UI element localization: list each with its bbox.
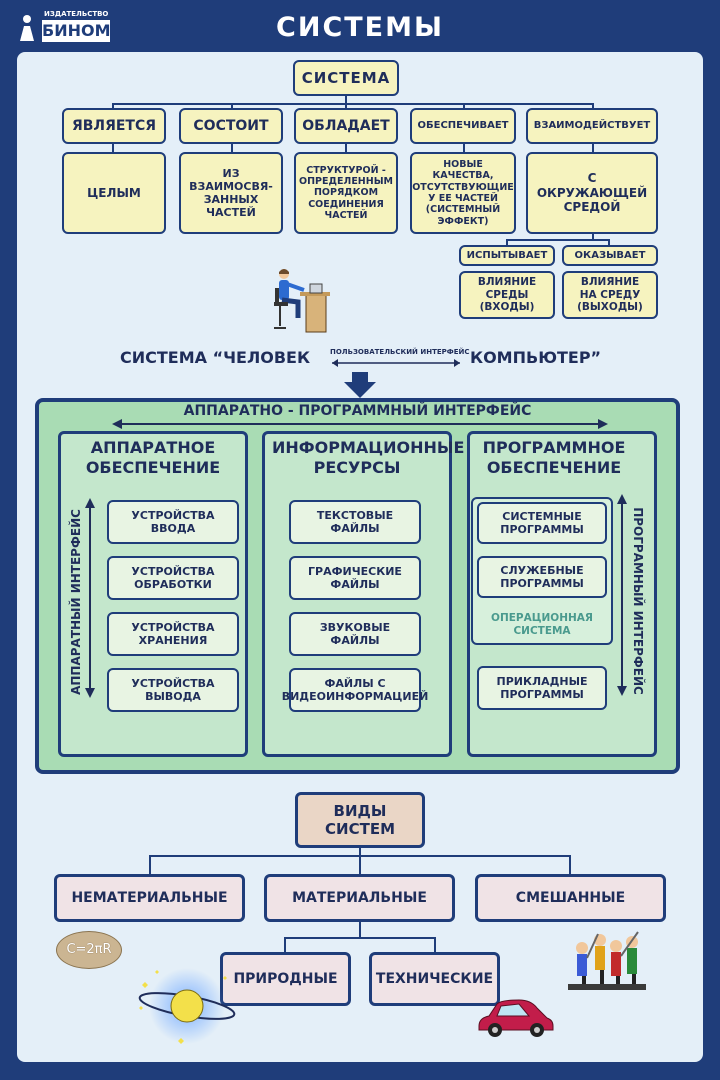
connector	[359, 848, 361, 856]
connector	[284, 937, 286, 953]
type-level2: ТЕХНИЧЕСКИЕ	[369, 952, 500, 1006]
down-arrow-icon	[344, 372, 376, 398]
branch-detail: ИЗ ВЗАИМОСВЯ- ЗАННЫХ ЧАСТЕЙ	[179, 152, 283, 234]
type-level1: СМЕШАННЫЕ	[475, 874, 666, 922]
connector	[359, 855, 361, 875]
hci-left: СИСТЕМА “ЧЕЛОВЕК	[120, 348, 311, 367]
connector	[506, 239, 508, 246]
software-item: СИСТЕМНЫЕ ПРОГРАММЫ	[477, 502, 607, 544]
hardware-item: УСТРОЙСТВА ВЫВОДА	[107, 668, 239, 712]
info-title: ИНФОРМАЦИОННЫЕ РЕСУРСЫ	[272, 438, 465, 477]
hardware-item: УСТРОЙСТВА ОБРАБОТКИ	[107, 556, 239, 600]
connector	[608, 239, 610, 246]
connector	[112, 144, 114, 153]
connector	[112, 103, 114, 109]
connector	[345, 96, 347, 104]
car-icon	[478, 999, 554, 1037]
info-item: ЗВУКОВЫЕ ФАЙЛЫ	[289, 612, 421, 656]
connector	[434, 937, 436, 953]
hw-sw-title: АППАРАТНО - ПРОГРАММНЫЙ ИНТЕРФЕЙС	[183, 403, 532, 419]
connector	[463, 103, 465, 109]
connector	[359, 922, 361, 938]
vertical-double-arrow-icon	[85, 498, 95, 698]
hci-right: КОМПЬЮТЕР”	[470, 348, 602, 367]
connector	[231, 144, 233, 153]
software-title: ПРОГРАММНОЕ ОБЕСПЕЧЕНИЕ	[482, 438, 626, 477]
publisher-small-label: ИЗДАТЕЛЬСТВО	[44, 10, 109, 18]
connector	[569, 855, 571, 875]
hardware-item: УСТРОЙСТВА ВВОДА	[107, 500, 239, 544]
connector	[112, 103, 594, 105]
info-item: ГРАФИЧЕСКИЕ ФАЙЛЫ	[289, 556, 421, 600]
software-item: СЛУЖЕБНЫЕ ПРОГРАММЫ	[477, 556, 607, 598]
branch-detail: ЦЕЛЫМ	[62, 152, 166, 234]
publisher-name: БИНОМ	[42, 20, 111, 42]
connector	[506, 239, 610, 241]
system-root: СИСТЕМА	[293, 60, 399, 96]
branch-detail: НОВЫЕ КАЧЕСТВА, ОТСУТСТВУЮЩИЕ У ЕЕ ЧАСТЕ…	[410, 152, 516, 234]
type-level1: НЕМАТЕРИАЛЬНЫЕ	[54, 874, 245, 922]
connector	[284, 937, 436, 939]
type-level1: МАТЕРИАЛЬНЫЕ	[264, 874, 455, 922]
double-arrow-icon	[332, 359, 460, 367]
hci-middle: ПОЛЬЗОВАТЕЛЬСКИЙ ИНТЕРФЕЙС	[330, 348, 470, 356]
type-level2: ПРИРОДНЫЕ	[220, 952, 351, 1006]
connector	[592, 234, 594, 240]
hardware-item: УСТРОЙСТВА ХРАНЕНИЯ	[107, 612, 239, 656]
sub-label: ОКАЗЫВАЕТ	[562, 245, 658, 266]
branch-detail: СТРУКТУРОЙ - ОПРЕДЕЛЕННЫМ ПОРЯДКОМ СОЕДИ…	[294, 152, 398, 234]
types-root: ВИДЫ СИСТЕМ	[295, 792, 425, 848]
man-icon	[20, 15, 34, 41]
info-item: ТЕКСТОВЫЕ ФАЙЛЫ	[289, 500, 421, 544]
hardware-interface-label: АППАРАТНЫЙ ИНТЕРФЕЙС	[69, 509, 83, 695]
connector	[231, 103, 233, 109]
connector	[345, 103, 347, 109]
planet-icon	[138, 968, 236, 1044]
sub-detail: ВЛИЯНИЕ СРЕДЫ (ВХОДЫ)	[459, 271, 555, 319]
formula-stone: C=2πR	[56, 931, 122, 969]
branch-label: ОБЛАДАЕТ	[294, 108, 398, 144]
connector	[592, 144, 594, 153]
person-at-computer-icon	[274, 269, 330, 333]
os-label: ОПЕРАЦИОННАЯ СИСТЕМА	[491, 612, 593, 637]
people-group-icon	[568, 931, 646, 990]
branch-label: ЯВЛЯЕТСЯ	[62, 108, 166, 144]
connector	[463, 144, 465, 153]
publisher-logo: ИЗДАТЕЛЬСТВО БИНОМ	[16, 10, 112, 44]
sub-label: ИСПЫТЫВАЕТ	[459, 245, 555, 266]
software-item: ПРИКЛАДНЫЕ ПРОГРАММЫ	[477, 666, 607, 710]
connector	[149, 855, 151, 875]
branch-detail: С ОКРУЖАЮЩЕЙ СРЕДОЙ	[526, 152, 658, 234]
connector	[592, 103, 594, 109]
branch-label: ВЗАИМОДЕЙСТВУЕТ	[526, 108, 658, 144]
connector	[345, 144, 347, 153]
branch-label: СОСТОИТ	[179, 108, 283, 144]
branch-label: ОБЕСПЕЧИВАЕТ	[410, 108, 516, 144]
double-arrow-icon	[112, 419, 608, 429]
hardware-title: АППАРАТНОЕ ОБЕСПЕЧЕНИЕ	[85, 438, 221, 477]
software-interface-label: ПРОГРАМНЫЙ ИНТЕРФЕЙС	[631, 507, 645, 695]
info-item: ФАЙЛЫ С ВИДЕОИНФОРМАЦИЕЙ	[282, 668, 428, 712]
vertical-double-arrow-icon	[617, 494, 627, 696]
sub-detail: ВЛИЯНИЕ НА СРЕДУ (ВЫХОДЫ)	[562, 271, 658, 319]
page-title: СИСТЕМЫ	[276, 12, 444, 43]
